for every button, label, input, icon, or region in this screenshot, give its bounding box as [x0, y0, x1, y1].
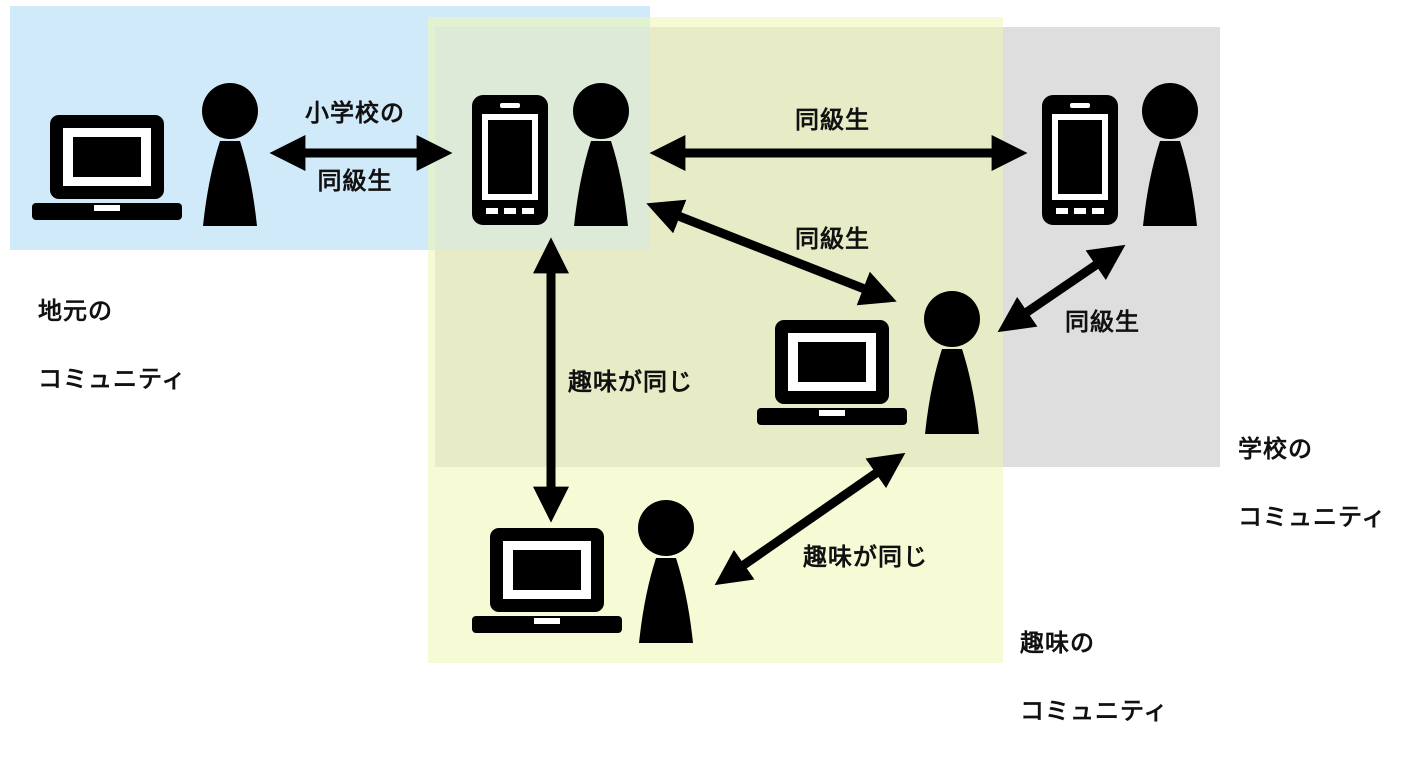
edge-label-line2: 同級生 [317, 167, 393, 195]
smartphone-icon [1042, 95, 1118, 225]
arrow-middle-hobby [714, 452, 906, 586]
school-community-label: 学校の コミュニティ [1238, 398, 1387, 568]
edge-label-line1: 小学校の [305, 99, 405, 127]
edge-label-middle-hobby: 趣味が同じ [803, 543, 928, 571]
edge-label-school-middle: 同級生 [1065, 308, 1140, 336]
local-label-line1: 地元の [38, 297, 113, 325]
edge-label-central-hobby: 趣味が同じ [568, 368, 693, 396]
hobby-community-label: 趣味の コミュニティ [1020, 592, 1169, 762]
laptop-icon [32, 115, 182, 220]
school-label-line1: 学校の [1238, 435, 1313, 463]
edge-label-central-middle: 同級生 [795, 225, 870, 253]
laptop-icon [472, 528, 622, 633]
smartphone-icon [472, 95, 548, 225]
edge-label-local-central: 小学校の 同級生 [295, 62, 415, 232]
laptop-icon [757, 320, 907, 425]
school-label-line2: コミュニティ [1238, 503, 1387, 531]
community-diagram [10, 6, 1220, 663]
connection-arrows [269, 135, 1126, 586]
local-label-line2: コミュニティ [38, 365, 187, 393]
edge-label-central-school: 同級生 [795, 106, 870, 134]
local-community-label: 地元の コミュニティ [38, 260, 187, 430]
arrow-school-middle [997, 244, 1126, 333]
arrow-central-middle [646, 199, 897, 306]
hobby-label-line2: コミュニティ [1020, 697, 1169, 725]
hobby-label-line1: 趣味の [1020, 629, 1095, 657]
